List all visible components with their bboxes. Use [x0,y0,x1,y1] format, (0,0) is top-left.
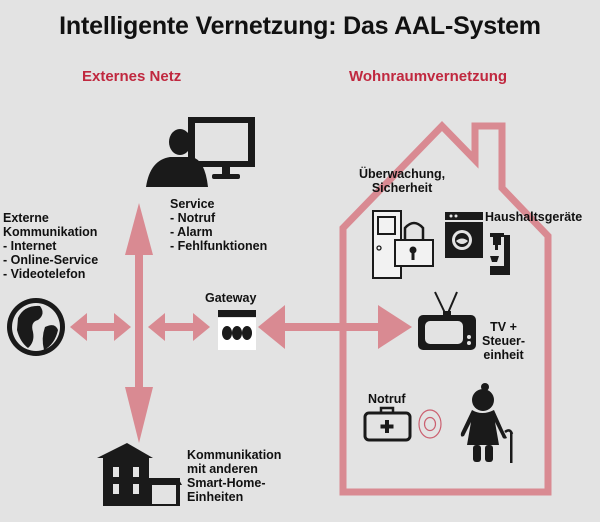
section-external-network: Externes Netz [82,68,182,85]
external-communication-line: Kommunikation [3,225,98,239]
emergency-signal-icon [418,409,442,439]
smart-home-label: Kommunikation mit anderen Smart-Home- Ei… [187,448,281,504]
service-label: Service - Notruf - Alarm - Fehlfunktione… [170,197,267,253]
service-label-line: - Alarm [170,225,213,239]
diagram-title: Intelligente Vernetzung: Das AAL-System [59,12,541,40]
senior-person-icon [460,383,514,463]
external-communication-line: Externe [3,211,49,225]
service-label-line: - Fehlfunktionen [170,239,268,253]
tv-label: TV + Steuer- einheit [482,320,525,362]
external-communication-line: - Internet [3,239,57,253]
emergency-label: Notruf [368,392,406,406]
globe-icon [7,298,65,356]
smart-home-label-line: Kommunikation [187,448,282,462]
globe-link-arrow [70,313,131,341]
surveillance-label-line: Überwachung, [359,167,446,181]
tv-label-line: TV + [490,320,517,334]
external-communication-label: Externe Kommunikation - Internet - Onlin… [3,211,98,281]
home-outline [339,120,552,496]
smart-home-label-line: mit anderen [187,462,258,476]
tv-label-line: Steuer- [482,334,526,348]
vertical-double-arrow [125,203,153,443]
section-home-network: Wohnraumvernetzung [349,68,508,85]
surveillance-label: Überwachung, Sicherheit [359,167,445,195]
person-computer-icon [146,117,255,187]
tv-icon [418,291,476,350]
appliances-label: Haushaltsgeräte [485,210,583,224]
gateway-home-arrow [258,305,412,349]
service-label-line: Service [170,197,215,211]
external-communication-line: - Online-Service [3,253,99,267]
gateway-left-arrow [148,313,210,341]
washing-machine-coffee-icon [445,212,510,275]
tv-label-line: einheit [483,348,524,362]
door-lock-icon [372,210,434,279]
gateway-label: Gateway [205,291,257,305]
gateway-icon [218,310,256,350]
smart-home-label-line: Einheiten [187,490,244,504]
surveillance-label-line: Sicherheit [371,181,433,195]
first-aid-kit-icon [363,406,412,442]
external-communication-line: - Videotelefon [3,267,86,281]
service-label-line: - Notruf [170,211,216,225]
house-icon [97,443,182,506]
smart-home-label-line: Smart-Home- [187,476,266,490]
